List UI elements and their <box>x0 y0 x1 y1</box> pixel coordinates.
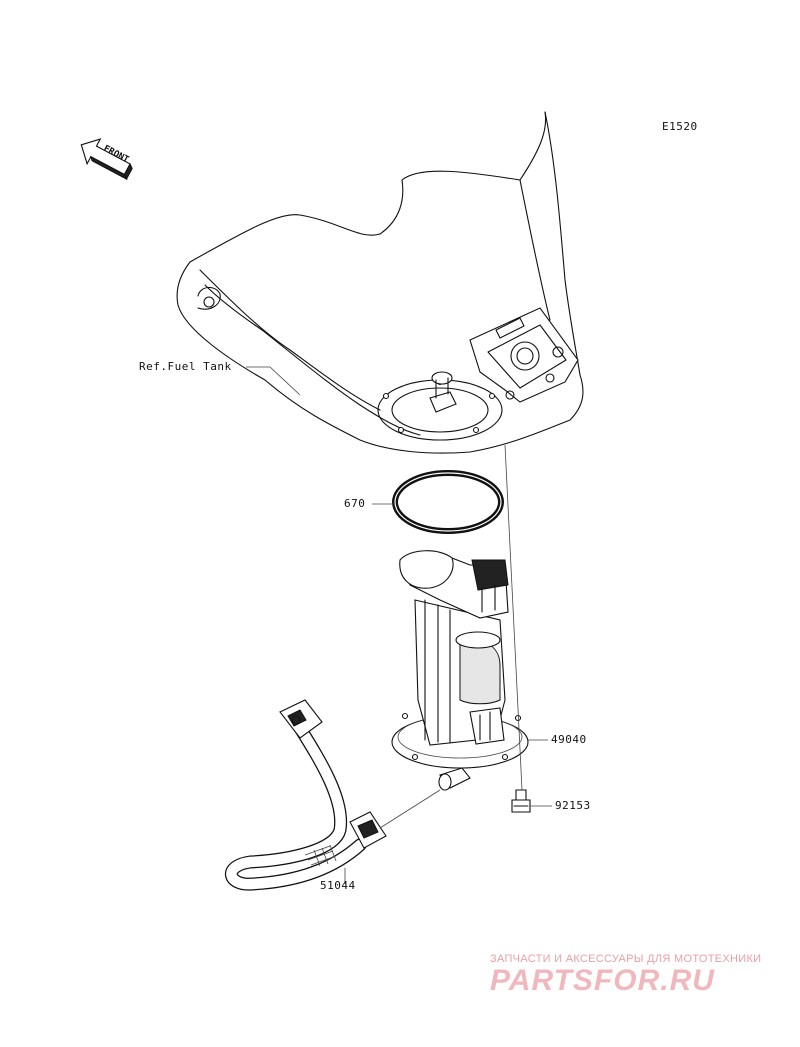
fuel-pump-assembly <box>391 550 529 791</box>
fuel-hose <box>225 699 387 891</box>
gasket-o-ring <box>392 470 504 534</box>
part-number-gasket: 670 <box>344 497 366 510</box>
part-number-fuel-pump: 49040 <box>551 733 587 746</box>
watermark-subtitle: ЗАПЧАСТИ И АКСЕССУАРЫ ДЛЯ МОТОТЕХНИКИ <box>490 953 762 965</box>
diagram-code: E1520 <box>662 120 698 133</box>
watermark-logo: PARTSFOR.RU <box>490 964 715 997</box>
bolt <box>511 789 531 813</box>
label-ref-fuel-tank: Ref.Fuel Tank <box>139 360 232 373</box>
fuel-tank <box>176 111 584 454</box>
part-number-hose: 51044 <box>320 879 356 892</box>
front-arrow-icon <box>80 138 133 181</box>
leader-lines <box>246 366 552 884</box>
part-number-bolt: 92153 <box>555 799 591 812</box>
